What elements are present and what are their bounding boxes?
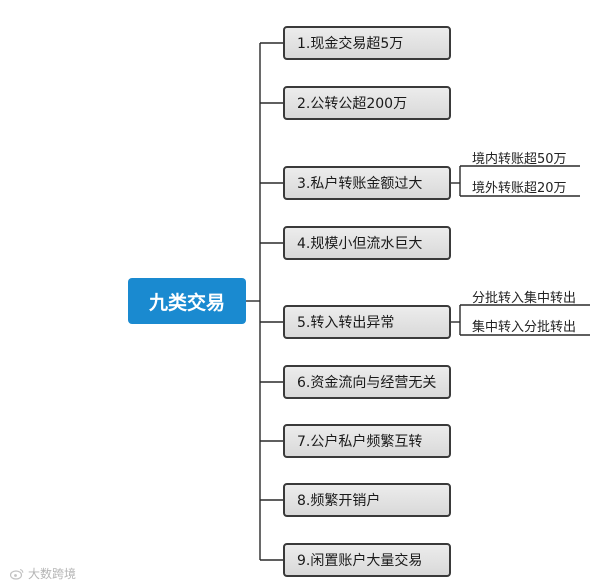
sub-node-domestic[interactable]: 境内转账超50万 <box>472 152 567 167</box>
node-8-frequent-open-close[interactable]: 8.频繁开销户 <box>283 483 451 517</box>
node-label: 9.闲置账户大量交易 <box>297 553 423 569</box>
watermark-text: 大数跨境 <box>28 567 77 581</box>
node-label: 1.现金交易超5万 <box>297 36 404 52</box>
root-label: 九类交易 <box>148 291 225 314</box>
node-7-mutual-transfer[interactable]: 7.公户私户频繁互转 <box>283 424 451 458</box>
node-2-corporate-transfer[interactable]: 2.公转公超200万 <box>283 86 451 120</box>
node-4-small-scale-flow[interactable]: 4.规模小但流水巨大 <box>283 226 451 260</box>
node-label: 6.资金流向与经营无关 <box>297 375 437 391</box>
node-label: 2.公转公超200万 <box>297 96 408 112</box>
node-9-idle-account[interactable]: 9.闲置账户大量交易 <box>283 543 451 577</box>
node-label: 7.公户私户频繁互转 <box>297 434 423 450</box>
weibo-icon <box>10 568 24 580</box>
sub-node-overseas[interactable]: 境外转账超20万 <box>472 181 567 196</box>
watermark: 大数跨境 <box>10 565 76 582</box>
node-1-cash[interactable]: 1.现金交易超5万 <box>283 26 451 60</box>
node-label: 3.私户转账金额过大 <box>297 176 423 192</box>
sub-node-batch-out[interactable]: 集中转入分批转出 <box>472 320 577 335</box>
node-label: 8.频繁开销户 <box>297 493 381 509</box>
node-label: 4.规模小但流水巨大 <box>297 236 423 252</box>
node-6-fund-flow[interactable]: 6.资金流向与经营无关 <box>283 365 451 399</box>
sub-node-batch-in[interactable]: 分批转入集中转出 <box>472 291 577 306</box>
node-label: 5.转入转出异常 <box>297 315 395 331</box>
node-5-in-out-abnormal[interactable]: 5.转入转出异常 <box>283 305 451 339</box>
root-node[interactable]: 九类交易 <box>128 278 246 324</box>
node-3-private-transfer[interactable]: 3.私户转账金额过大 <box>283 166 451 200</box>
